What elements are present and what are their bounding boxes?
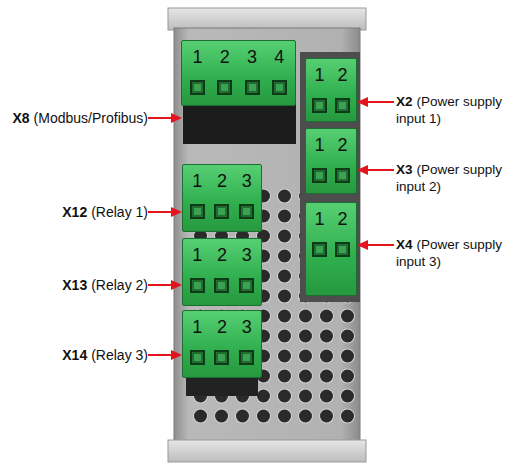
- screw-terminal: [312, 168, 327, 183]
- pin-row: 12: [308, 64, 354, 86]
- callout-label: X14(Relay 3): [62, 346, 148, 364]
- pin-number: 3: [247, 46, 257, 68]
- pin-row: 12: [308, 134, 354, 156]
- screw-terminal: [335, 242, 350, 257]
- pin-number: 1: [192, 316, 202, 338]
- screw-terminal: [190, 204, 205, 219]
- pin-number: 2: [337, 134, 347, 156]
- rear-panel: [300, 52, 360, 302]
- din-rail-top: [168, 8, 366, 30]
- pin-number: 2: [220, 46, 230, 68]
- pin-number: 1: [192, 244, 202, 266]
- connector-name: X4: [396, 237, 413, 252]
- screw-terminal: [214, 278, 229, 293]
- connector-function: (Relay 1): [91, 204, 148, 220]
- connector-name: X13: [62, 277, 87, 293]
- terminal-block: 123: [182, 164, 262, 232]
- pin-number: 2: [217, 316, 227, 338]
- connector-function: (Relay 2): [91, 277, 148, 293]
- pin-row: 123: [185, 316, 259, 338]
- screw-terminal: [335, 168, 350, 183]
- screw-terminal: [239, 350, 254, 365]
- terminal-block: 123: [182, 310, 262, 378]
- pin-number: 3: [242, 170, 252, 192]
- pin-number: 1: [193, 46, 203, 68]
- pin-number: 1: [314, 208, 324, 230]
- screw-terminal: [239, 278, 254, 293]
- terminal-block: 123: [182, 238, 262, 306]
- callout-label: X13(Relay 2): [62, 276, 148, 294]
- screw-terminal: [214, 350, 229, 365]
- connector-name: X14: [62, 347, 87, 363]
- pin-row: 123: [185, 170, 259, 192]
- screw-row: [185, 348, 259, 366]
- connector-function: (Relay 3): [91, 347, 148, 363]
- terminal-block: 12: [305, 202, 357, 296]
- terminal-base: [183, 102, 296, 144]
- screw-row: [185, 202, 259, 220]
- terminal-base: [186, 376, 258, 396]
- pin-number: 2: [217, 170, 227, 192]
- screw-terminal: [272, 80, 287, 95]
- connector-name: X8: [12, 110, 29, 126]
- pin-number: 2: [337, 64, 347, 86]
- pin-number: 4: [274, 46, 284, 68]
- screw-terminal: [239, 204, 254, 219]
- screw-terminal: [190, 350, 205, 365]
- screw-terminal: [312, 98, 327, 113]
- screw-terminal: [190, 278, 205, 293]
- pin-number: 3: [242, 316, 252, 338]
- pin-number: 2: [217, 244, 227, 266]
- screw-row: [185, 276, 259, 294]
- pin-number: 3: [242, 244, 252, 266]
- connector-name: X2: [396, 94, 413, 109]
- pin-row: 12: [308, 208, 354, 230]
- screw-row: [308, 166, 354, 184]
- callout-label: X4(Power supply input 3): [396, 236, 510, 270]
- pin-number: 1: [314, 134, 324, 156]
- connector-name: X12: [62, 204, 87, 220]
- pin-row: 1234: [184, 46, 293, 68]
- callout-label: X3(Power supply input 2): [396, 161, 510, 195]
- screw-row: [308, 240, 354, 258]
- pin-number: 2: [337, 208, 347, 230]
- connector-function: (Modbus/Profibus): [34, 110, 148, 126]
- connector-name: X3: [396, 162, 413, 177]
- pin-row: 123: [185, 244, 259, 266]
- screw-terminal: [335, 98, 350, 113]
- screw-terminal: [312, 242, 327, 257]
- callout-label: X8 (Modbus/Profibus): [12, 109, 148, 127]
- screw-terminal: [190, 80, 205, 95]
- screw-terminal: [217, 80, 232, 95]
- terminal-block: 12: [305, 58, 357, 122]
- terminal-block: 12: [305, 128, 357, 194]
- screw-row: [184, 78, 293, 96]
- screw-terminal: [214, 204, 229, 219]
- pin-number: 1: [192, 170, 202, 192]
- din-rail-bottom: [168, 440, 366, 462]
- screw-terminal: [245, 80, 260, 95]
- screw-row: [308, 96, 354, 114]
- callout-label: X12(Relay 1): [62, 203, 148, 221]
- housing-body: [174, 28, 360, 444]
- callout-label: X2(Power supply input 1): [396, 93, 510, 127]
- terminal-block: 1234: [181, 40, 296, 106]
- pin-number: 1: [314, 64, 324, 86]
